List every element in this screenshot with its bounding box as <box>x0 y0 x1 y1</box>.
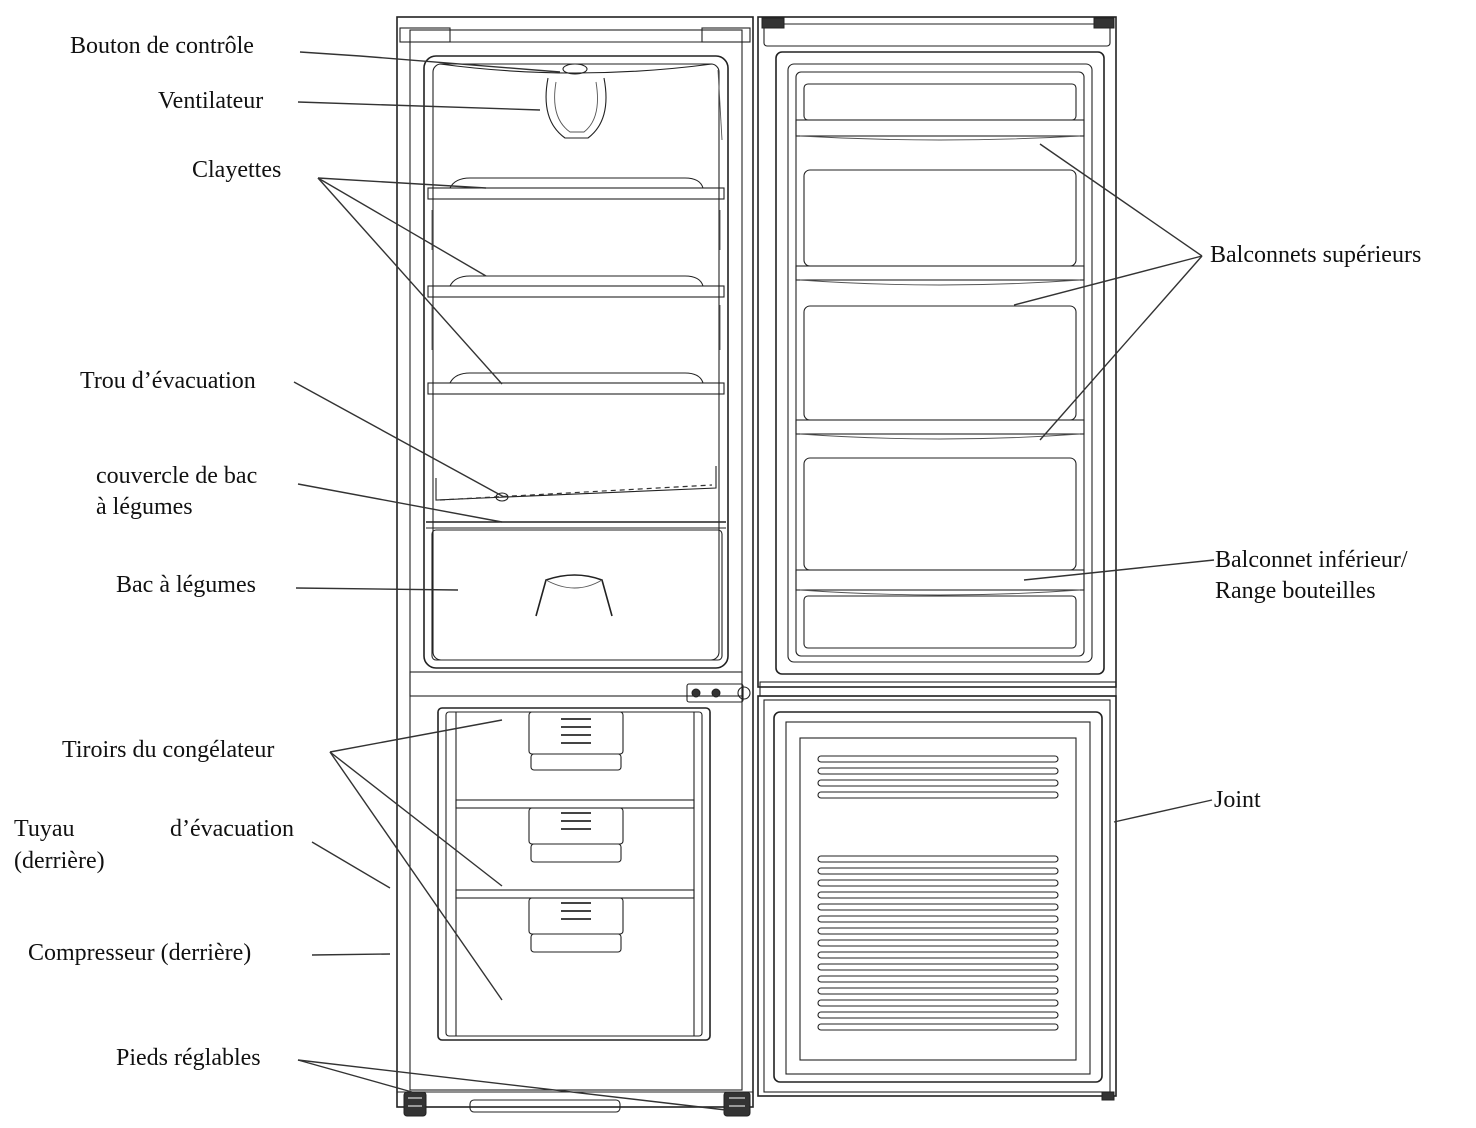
label-tuyau-b: d’évacuation <box>170 816 294 842</box>
label-balconnets-superieurs: Balconnets supérieurs <box>1210 242 1422 268</box>
label-bouton-de-controle: Bouton de contrôle <box>70 33 254 59</box>
label-couvercle-line1: couvercle de bac <box>96 463 258 489</box>
label-tiroirs-congelateur: Tiroirs du congélateur <box>62 737 275 763</box>
leader-lines <box>293 51 1215 1111</box>
label-joint: Joint <box>1214 787 1261 813</box>
label-bac-a-legumes: Bac à légumes <box>116 572 256 598</box>
label-ventilateur: Ventilateur <box>158 88 264 114</box>
label-pieds-reglables: Pieds réglables <box>116 1045 261 1071</box>
fridge-cabinet <box>396 16 754 1117</box>
label-tuyau-line2: (derrière) <box>14 848 105 874</box>
label-balconnet-inferieur-line2: Range bouteilles <box>1215 578 1376 604</box>
label-couvercle-line2: à légumes <box>96 494 193 520</box>
label-clayettes: Clayettes <box>192 157 282 183</box>
label-compresseur: Compresseur (derrière) <box>28 940 252 966</box>
label-balconnet-inferieur-line1: Balconnet inférieur/ <box>1215 547 1408 573</box>
label-tuyau-a: Tuyau <box>14 816 75 842</box>
freezer-vents <box>817 755 1059 1031</box>
doors <box>757 16 1117 1101</box>
label-trou-evacuation: Trou d’évacuation <box>80 368 256 394</box>
